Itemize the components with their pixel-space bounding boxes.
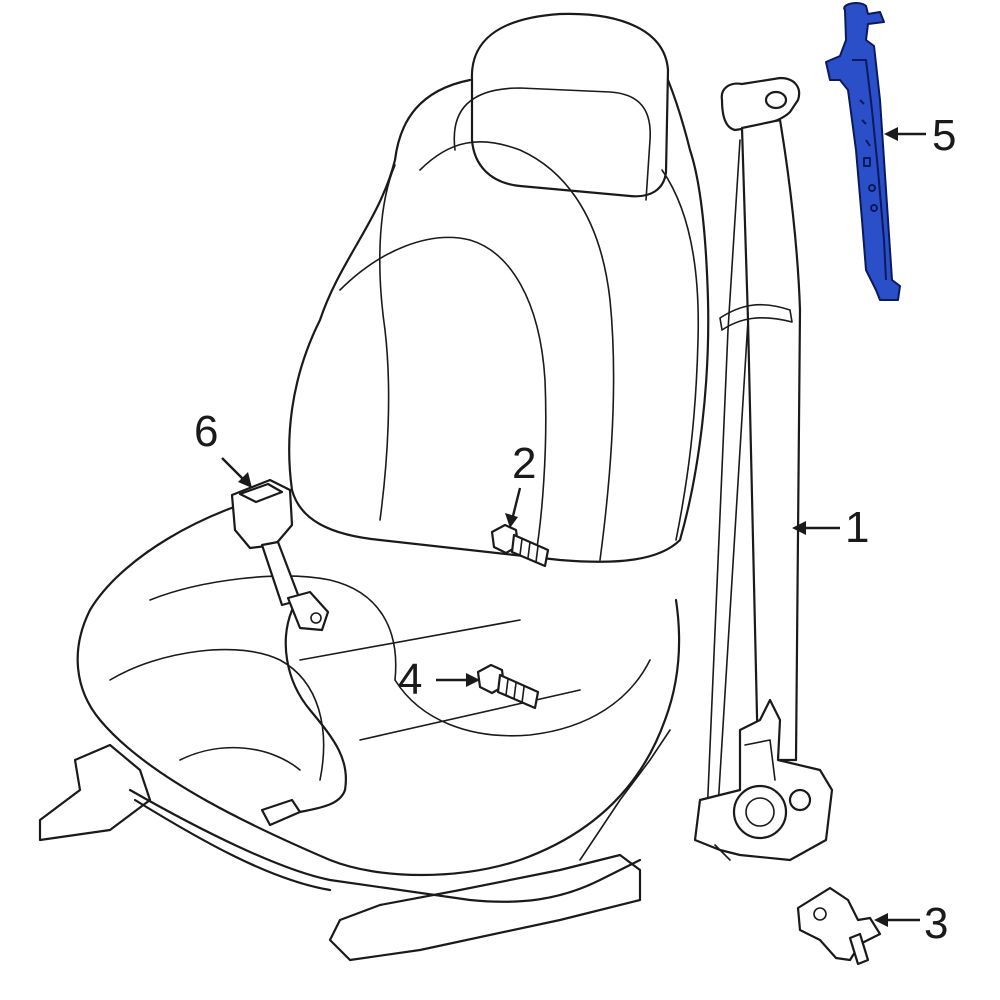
part-bolt-2[interactable] <box>490 523 550 568</box>
callout-4: 4 <box>398 655 422 704</box>
seat-rail-right <box>328 853 642 962</box>
part-buckle-assembly[interactable] <box>230 478 348 827</box>
callout-5: 5 <box>932 111 956 160</box>
callout-6: 6 <box>194 407 218 456</box>
callout-arrows <box>221 127 926 927</box>
part-height-adjuster-rail[interactable] <box>825 2 901 301</box>
callout-2: 2 <box>512 439 536 488</box>
callout-1: 1 <box>845 503 869 552</box>
callout-3: 3 <box>924 899 948 948</box>
callout-labels: 1 2 3 4 5 6 <box>194 111 956 948</box>
seat-illustration <box>38 12 710 962</box>
seat-back <box>288 78 710 563</box>
seat-headrest <box>470 12 670 198</box>
seat-cushion <box>76 488 681 877</box>
part-bolt-4[interactable] <box>476 663 540 710</box>
part-seat-belt-assembly[interactable] <box>693 76 834 862</box>
seat-rail-left <box>38 743 152 842</box>
part-anchor-bracket[interactable] <box>796 886 882 966</box>
